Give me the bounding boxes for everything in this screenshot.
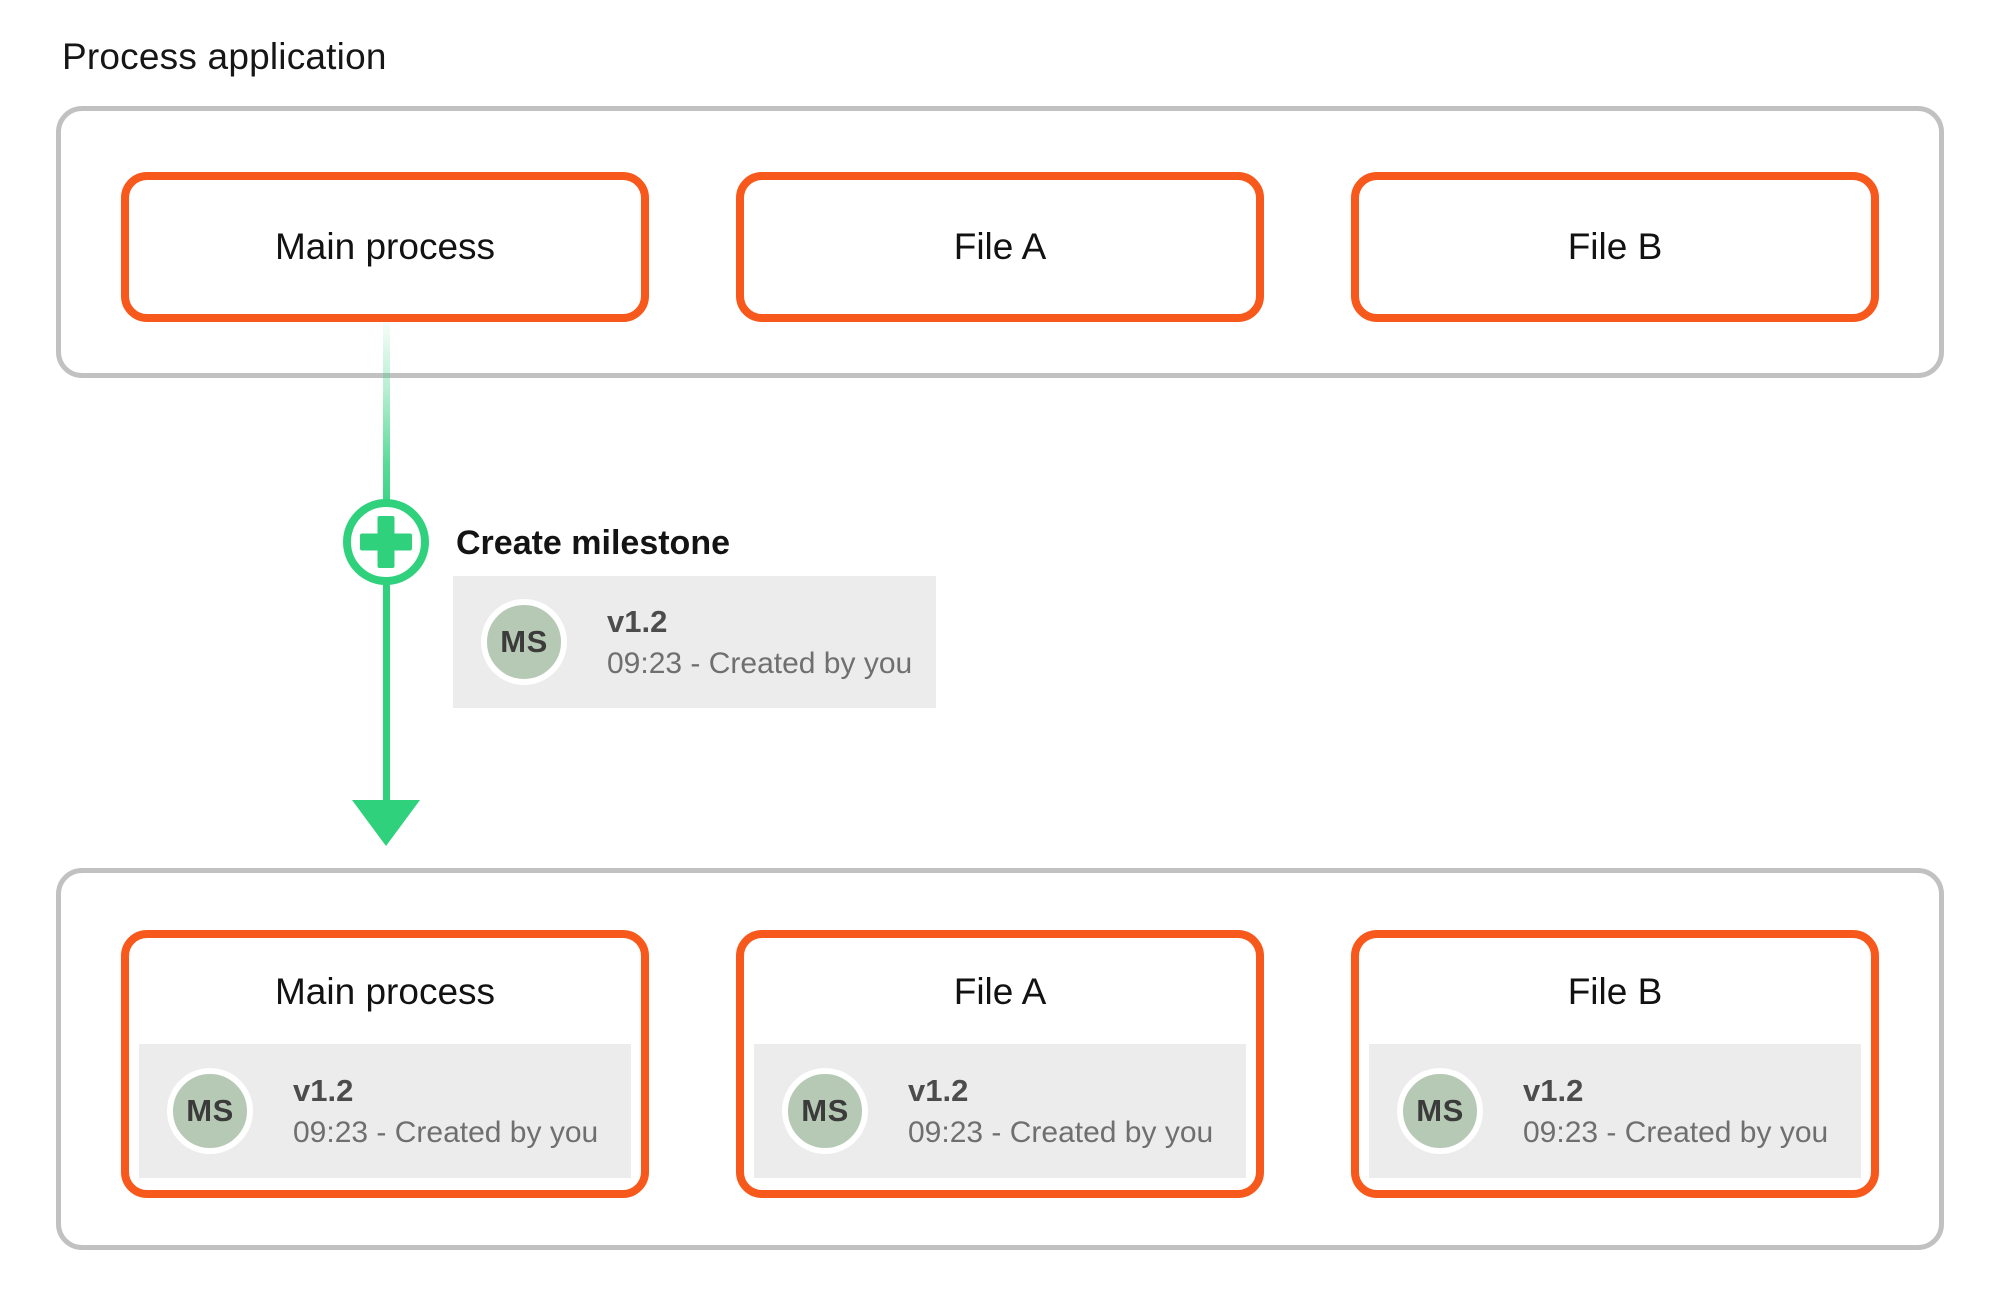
milestone-meta: 09:23 - Created by you xyxy=(607,646,913,680)
file-a-box: File A xyxy=(736,172,1264,322)
file-b-label: File B xyxy=(1567,226,1663,267)
file-b-box: File B xyxy=(1351,172,1879,322)
milestone-version: v1.2 xyxy=(908,1072,969,1108)
milestone-card: MS v1.2 09:23 - Created by you xyxy=(453,576,936,708)
milestone-card: MS v1.2 09:23 - Created by you xyxy=(139,1044,631,1178)
milestone-text: v1.2 09:23 - Created by you xyxy=(293,1073,598,1150)
file-b-label: File B xyxy=(1567,971,1663,1012)
page-title: Process application xyxy=(62,36,387,77)
milestone-version: v1.2 xyxy=(607,603,668,639)
avatar: MS xyxy=(167,1068,253,1154)
avatar: MS xyxy=(481,599,567,685)
milestone-meta: 09:23 - Created by you xyxy=(908,1115,1214,1149)
create-milestone-label: Create milestone xyxy=(456,524,730,562)
milestone-card: MS v1.2 09:23 - Created by you xyxy=(1369,1044,1861,1178)
main-process-label: Main process xyxy=(274,226,496,267)
milestone-version: v1.2 xyxy=(1523,1072,1584,1108)
box-title-row: Main process xyxy=(129,942,641,1042)
milestone-text: v1.2 09:23 - Created by you xyxy=(1523,1073,1828,1150)
milestone-text: v1.2 09:23 - Created by you xyxy=(607,604,912,681)
avatar: MS xyxy=(782,1068,868,1154)
milestone-card: MS v1.2 09:23 - Created by you xyxy=(754,1044,1246,1178)
avatar: MS xyxy=(1397,1068,1483,1154)
main-process-box: Main process xyxy=(121,172,649,322)
process-application-container-before: Main process File A File B xyxy=(56,106,1944,378)
milestone-text: v1.2 09:23 - Created by you xyxy=(908,1073,1213,1150)
milestone-version: v1.2 xyxy=(293,1072,354,1108)
arrow-down-icon xyxy=(352,800,420,846)
file-b-box-versioned: File B MS v1.2 09:23 - Created by you xyxy=(1351,930,1879,1198)
file-a-box-versioned: File A MS v1.2 09:23 - Created by you xyxy=(736,930,1264,1198)
box-title-row: File A xyxy=(744,942,1256,1042)
file-a-label: File A xyxy=(953,226,1047,267)
main-process-label: Main process xyxy=(274,971,496,1012)
plus-icon xyxy=(377,516,395,568)
main-process-box-versioned: Main process MS v1.2 09:23 - Created by … xyxy=(121,930,649,1198)
box-title-row: File B xyxy=(1359,942,1871,1042)
process-application-container-after: Main process MS v1.2 09:23 - Created by … xyxy=(56,868,1944,1250)
milestone-meta: 09:23 - Created by you xyxy=(293,1115,599,1149)
milestone-meta: 09:23 - Created by you xyxy=(1523,1115,1829,1149)
create-milestone-button[interactable] xyxy=(343,499,429,585)
file-a-label: File A xyxy=(953,971,1047,1012)
